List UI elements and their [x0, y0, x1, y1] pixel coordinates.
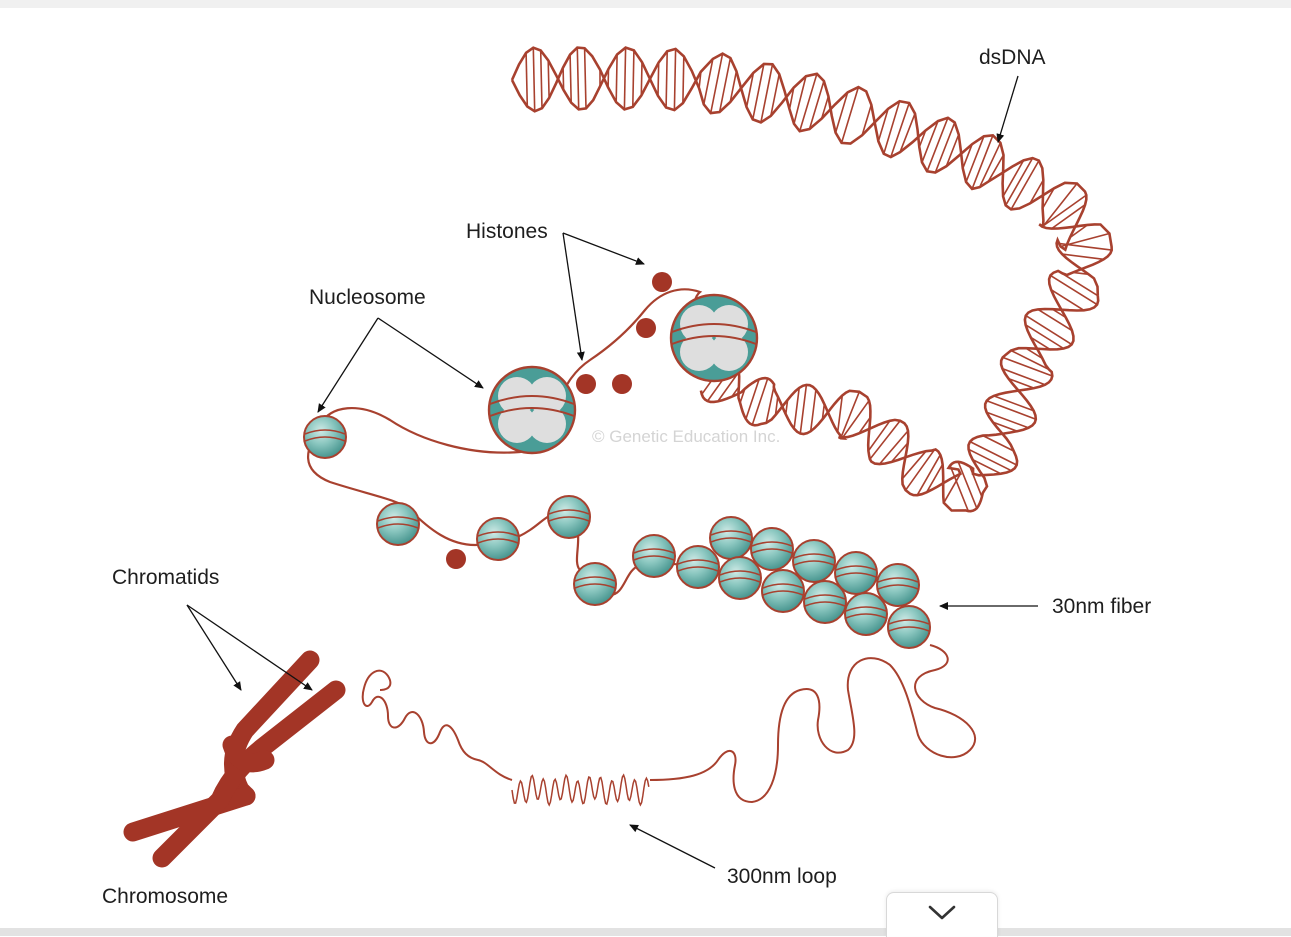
base-pair [891, 103, 909, 157]
scroll-down-button[interactable] [886, 892, 998, 937]
base-pair [570, 55, 571, 103]
base-pair [658, 62, 659, 96]
base-pair [585, 48, 586, 108]
label-nucleosome: Nucleosome [309, 286, 426, 309]
label-300nm-loop: 300nm loop [727, 865, 837, 888]
base-pair [541, 51, 542, 109]
base-pair [624, 48, 625, 110]
nucleosome-large-right [671, 295, 757, 381]
bottom-bar [0, 928, 1291, 936]
base-pair [674, 49, 675, 110]
chromatin-thread-left [363, 671, 512, 780]
label-30nm-fiber: 30nm fiber [1052, 595, 1151, 618]
chromatin-thread [650, 645, 975, 802]
base-pair [1006, 158, 1033, 205]
base-pair [548, 60, 549, 98]
base-pair [526, 53, 527, 107]
fiber-30nm [677, 517, 930, 648]
base-pair [666, 51, 667, 107]
base-pair [935, 123, 954, 173]
chromatin-coil [512, 775, 649, 805]
base-pair [752, 379, 767, 425]
label-chromatids: Chromatids [112, 566, 219, 589]
base-pair [800, 385, 806, 434]
base-pair [633, 50, 634, 107]
base-pair [1011, 161, 1039, 210]
label-histones: Histones [466, 220, 548, 243]
label-chromosome: Chromosome [102, 885, 228, 908]
base-pair [616, 55, 617, 103]
base-pair [841, 392, 860, 438]
nucleosome-large-center [489, 367, 575, 453]
chromosome [133, 660, 336, 858]
base-pair [641, 62, 642, 95]
base-pair [683, 56, 684, 103]
chevron-down-icon [927, 904, 957, 927]
base-pair [794, 388, 799, 429]
watermark: © Genetic Education Inc. [592, 427, 780, 446]
base-pair [577, 48, 578, 110]
base-pair [533, 48, 534, 112]
base-pair [811, 390, 816, 432]
label-dsdna: dsDNA [979, 46, 1046, 69]
base-pair [800, 74, 817, 131]
